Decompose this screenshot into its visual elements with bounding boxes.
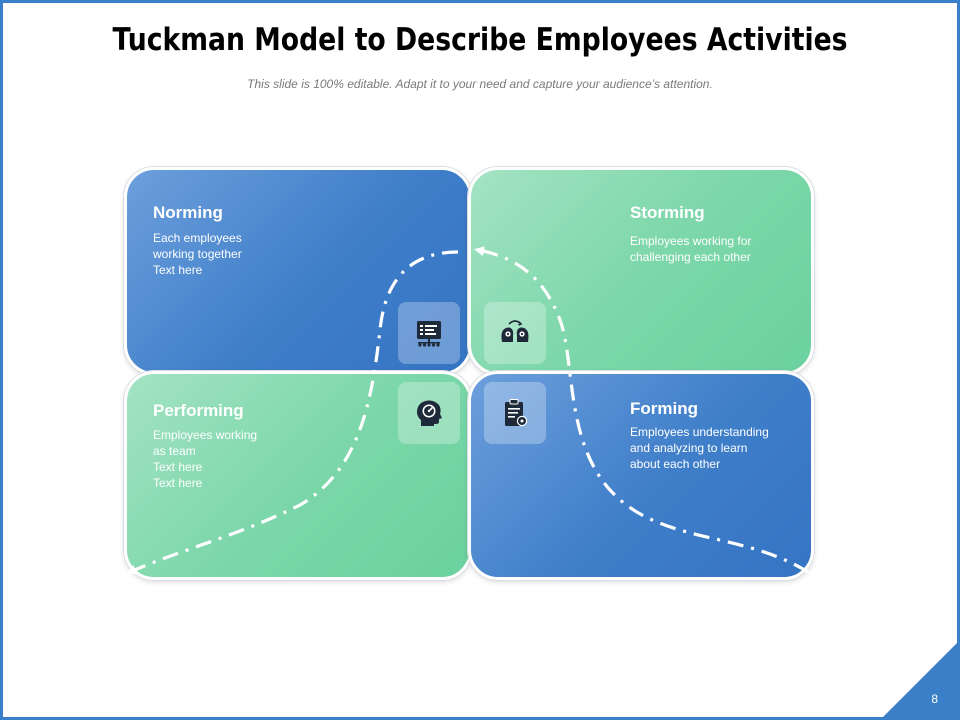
storming-title: Storming <box>630 203 705 222</box>
card-norming: Norming Each employees working together … <box>124 167 472 375</box>
norming-text: Each employees working together Text her… <box>153 231 242 277</box>
forming-text: Employees understanding and analyzing to… <box>630 425 769 471</box>
performing-text: Employees working as team Text here Text… <box>153 428 258 490</box>
card-forming: Forming Employees understanding and anal… <box>468 371 814 580</box>
forming-title: Forming <box>630 399 698 418</box>
corner-accent <box>880 640 960 720</box>
slide-subtitle: This slide is 100% editable. Adapt it to… <box>247 77 713 91</box>
clipboard-gear-icon <box>484 382 546 444</box>
norming-title: Norming <box>153 203 223 222</box>
presentation-board-icon <box>398 302 460 364</box>
head-speedometer-icon <box>398 382 460 444</box>
page-number: 8 <box>931 692 938 706</box>
card-performing: Performing Employees working as team Tex… <box>124 371 472 580</box>
card-storming: Storming Employees working for challengi… <box>468 167 814 375</box>
slide-title: Tuckman Model to Describe Employees Acti… <box>112 22 848 58</box>
storming-text: Employees working for challenging each o… <box>630 234 752 264</box>
performing-title: Performing <box>153 401 244 420</box>
two-heads-gears-icon <box>484 302 546 364</box>
